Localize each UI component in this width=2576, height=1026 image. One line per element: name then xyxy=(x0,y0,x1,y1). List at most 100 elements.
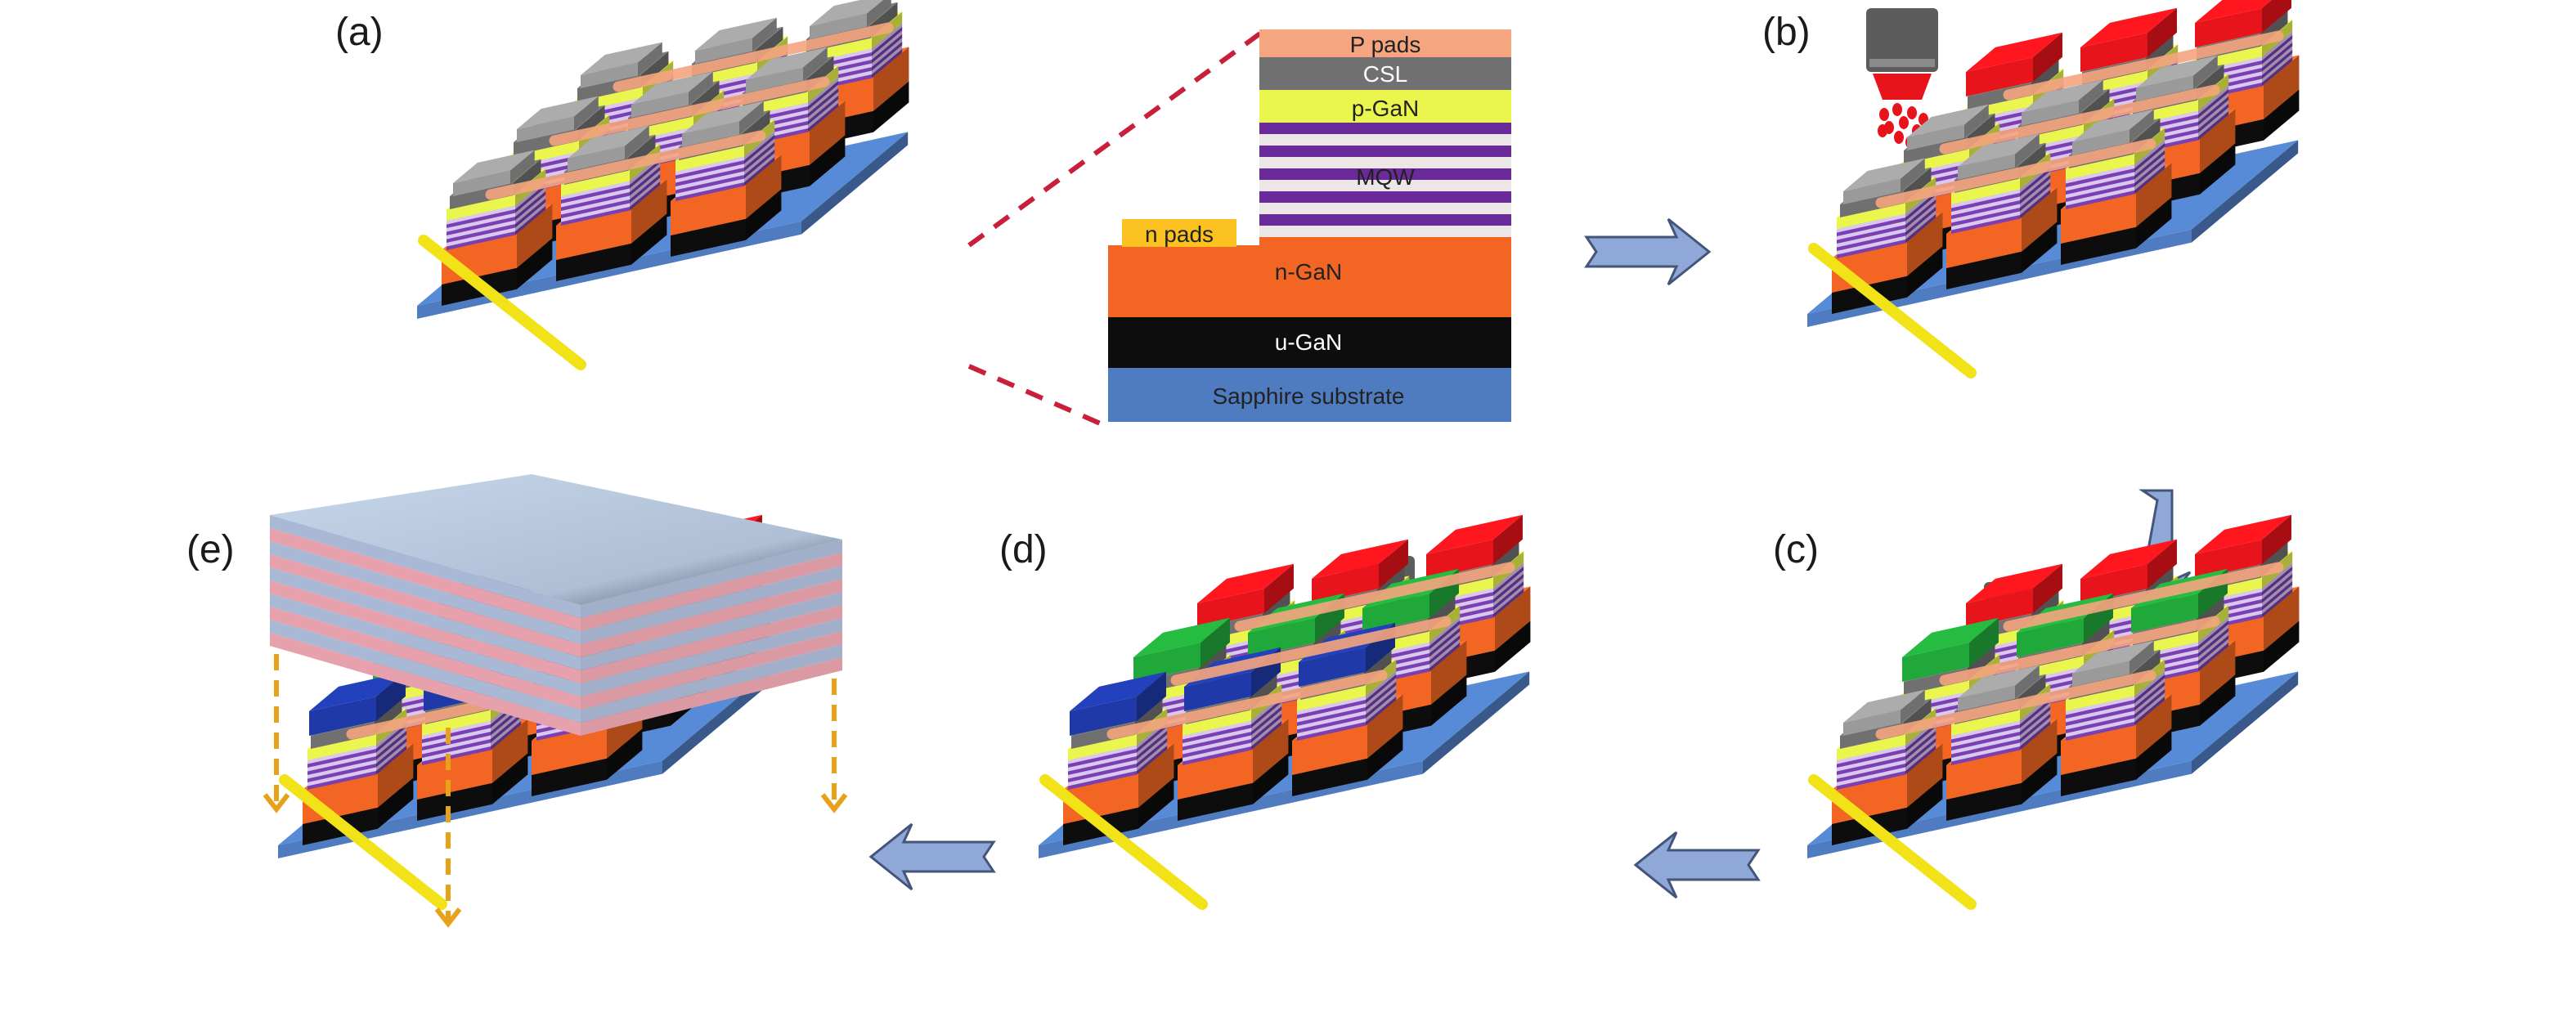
mqw-layer-stripe-7-front xyxy=(1068,745,1137,764)
mqw-layer-stripe-2-side xyxy=(515,198,546,228)
u-gan-layer-side xyxy=(2136,197,2172,249)
mqw-layer-stripe-3-side xyxy=(2262,577,2293,607)
quantum-dot-green-front xyxy=(1133,642,1200,682)
mqw-layer-stripe-3-front xyxy=(2066,710,2134,730)
u-gan-layer-front xyxy=(1946,782,2022,821)
label-sapphire-substrate: Sapphire substrate xyxy=(1212,383,1404,409)
u-gan-layer-side xyxy=(1367,728,1403,780)
p-gan-layer-front xyxy=(2066,684,2134,711)
quantum-dot-red-side xyxy=(1493,514,1523,564)
mqw-layer-stripe-0-front xyxy=(1951,746,2020,765)
quantum-dot-red-front xyxy=(1966,56,2033,96)
led-pixel-3 xyxy=(556,125,667,281)
mqw-layer-stripe-1-side xyxy=(491,717,522,747)
mqw-layer-stripe-1-front xyxy=(1951,742,2020,762)
nozzle-body xyxy=(1866,8,1938,72)
mqw-layer-stripe-7-front xyxy=(307,745,376,764)
top-contact-front xyxy=(568,146,625,172)
u-gan-layer-side xyxy=(746,189,782,240)
dbr-side-stripe xyxy=(581,579,842,657)
mqw-layer-stripe-7-side xyxy=(872,23,903,53)
mqw-layer-stripe-4-side xyxy=(2262,573,2293,603)
mqw-layer-stripe-7-side xyxy=(2198,85,2229,115)
mqw-layer-stripe-0-side xyxy=(2262,588,2293,618)
mqw-layer-stripe-3-side xyxy=(2198,100,2229,130)
dbr-side-stripe xyxy=(581,605,842,683)
top-contact-top xyxy=(1843,158,1925,191)
mqw-layer-stripe-4-side xyxy=(2020,174,2051,204)
led-pixel-6 xyxy=(2061,109,2172,265)
top-contact-top xyxy=(517,96,599,129)
mqw-layer-stripe-1-side xyxy=(1493,585,1524,615)
mqw-layer-stripe-2-front xyxy=(307,764,376,782)
top-contact-side xyxy=(2015,665,2040,699)
mqw-layer-stripe-1-front xyxy=(2066,186,2134,206)
quantum-dot-blue-top xyxy=(1070,671,1166,711)
top-contact-front xyxy=(682,121,739,147)
label-mqw: MQW xyxy=(1356,164,1415,190)
mqw-layer-stripe-5-side xyxy=(2134,678,2165,708)
mqw-layer-stripe-6-side xyxy=(1366,674,1397,704)
p-pad-line-2 xyxy=(2003,30,2284,101)
top-contact-side xyxy=(867,0,891,27)
mqw-layer-stripe-0-side xyxy=(1251,720,1282,750)
mqw-layer-stripe-7-side xyxy=(808,77,839,107)
u-gan-layer-side xyxy=(2264,621,2300,672)
mqw-layer-stripe-4-side xyxy=(2198,627,2229,657)
mqw-layer-stripe-7-side xyxy=(744,131,775,161)
top-contact-side xyxy=(638,42,662,76)
mqw-layer-stripe-1-front xyxy=(1837,235,1905,255)
mqw-layer-stripe-3-front xyxy=(307,759,376,779)
mqw-layer-stripe-4-side xyxy=(1493,573,1524,603)
mqw-layer-stripe-3-front xyxy=(422,735,491,755)
u-gan-layer-front xyxy=(1292,758,1367,796)
mqw-stripe xyxy=(1259,168,1511,180)
dbr-front-stripe xyxy=(270,528,581,631)
mqw-layer-stripe-6-side xyxy=(1905,723,1936,753)
quantum-dot-red-top xyxy=(1966,563,2062,603)
mqw-spacer xyxy=(1259,226,1511,237)
n-gan-layer-side xyxy=(2022,719,2058,783)
mqw-layer-stripe-7-side xyxy=(2262,31,2293,61)
u-gan-layer-side xyxy=(607,728,643,780)
mqw-layer-stripe-5-side xyxy=(2198,624,2229,654)
top-contact-top xyxy=(1958,133,2040,167)
dbr-side-stripe xyxy=(581,618,842,697)
mqw-layer-stripe-7-front xyxy=(1837,213,1905,233)
mqw-layer-stripe-4-front xyxy=(675,168,744,186)
mqw-layer-stripe-6-side xyxy=(872,26,903,56)
mqw-layer-stripe-2-side xyxy=(1493,580,1524,611)
mqw-layer-stripe-1-front xyxy=(447,227,515,247)
mqw-layer-stripe-7-front xyxy=(1183,720,1251,740)
top-contact-top xyxy=(682,101,764,134)
p-gan-layer-front xyxy=(422,709,491,736)
n-gan-layer-side xyxy=(2200,640,2236,705)
mqw-layer-stripe-6-side xyxy=(1137,723,1168,753)
led-array-a xyxy=(417,0,909,370)
mqw-layer-stripe-4-side xyxy=(1429,627,1461,657)
mqw-layer-stripe-2-front xyxy=(1183,739,1251,758)
mqw-layer-stripe-2-front xyxy=(2066,183,2134,202)
mqw-layer-stripe-0-side xyxy=(2198,110,2229,141)
top-contact-front xyxy=(631,92,689,118)
nozzle-band xyxy=(1869,59,1935,67)
mqw-layer-stripe-3-side xyxy=(2020,178,2051,208)
top-contact-front xyxy=(695,38,752,64)
mqw-layer-stripe-3-side xyxy=(630,170,661,200)
layer-csl xyxy=(1259,57,1511,90)
top-contact-side xyxy=(2079,79,2103,114)
mqw-layer-stripe-3-front xyxy=(447,220,515,240)
quantum-dot-red-front xyxy=(1966,588,2033,628)
mqw-layer-stripe-4-front xyxy=(1837,756,1905,775)
droplet-red xyxy=(1894,131,1904,144)
n-pad-rail xyxy=(279,774,447,910)
mqw-layer-stripe-7-front xyxy=(2066,164,2134,184)
led-pixel-0 xyxy=(1063,671,1174,845)
quantum-dot-blue-top xyxy=(309,671,406,711)
mqw-layer-stripe-3-front xyxy=(1837,228,1905,248)
top-contact-top xyxy=(1843,689,1925,723)
mqw-layer-stripe-1-side xyxy=(2198,638,2229,669)
top-contact-top xyxy=(746,47,828,80)
top-contact-front xyxy=(2072,129,2129,155)
quantum-dot-red-side xyxy=(2147,539,2177,589)
